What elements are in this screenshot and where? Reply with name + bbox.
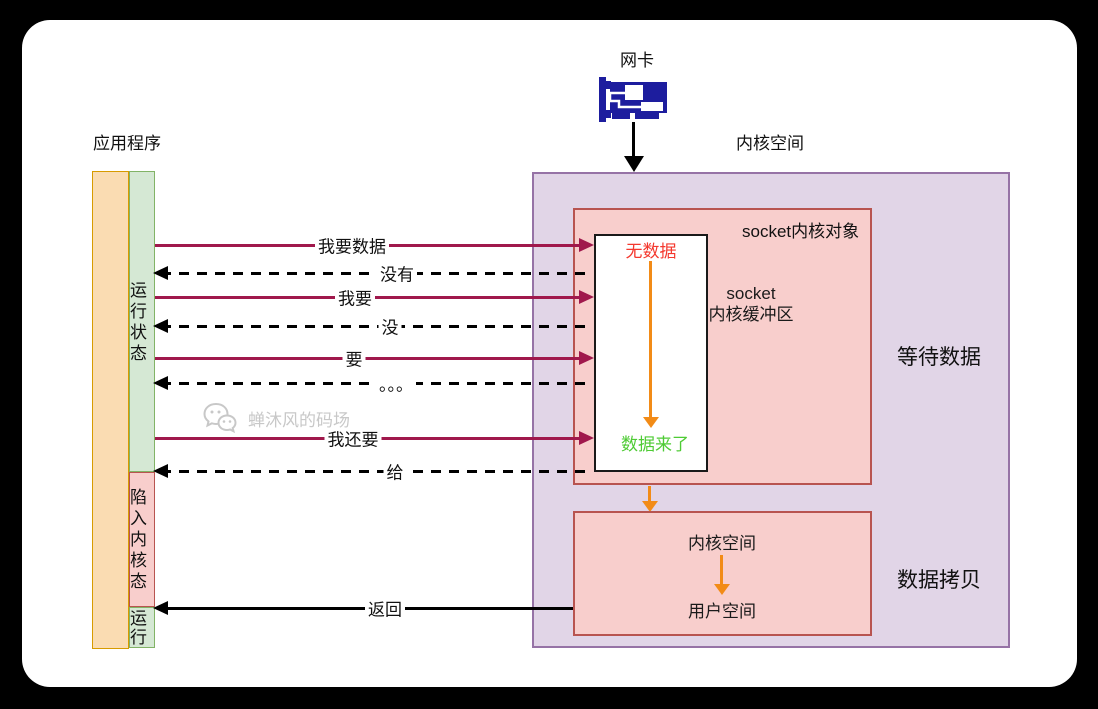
stage-waiting-label: 等待数据 <box>897 346 981 369</box>
state-running-again-label: 运行 <box>130 608 147 647</box>
copy-to-label: 用户空间 <box>688 602 756 621</box>
kernel-header: 内核空间 <box>736 134 804 153</box>
arrow-response-1: 没有 <box>153 260 592 286</box>
arrow-response-4: 给 <box>153 458 592 484</box>
nic-to-kernel-arrow <box>623 122 644 172</box>
arrow-request-2: 我要 <box>155 284 594 310</box>
arrow-return: 返回 <box>153 595 573 621</box>
socket-object-title: socket内核对象 <box>742 222 860 241</box>
app-timeline-bar <box>92 171 129 649</box>
watermark-text: 蝉沐风的码场 <box>248 411 350 430</box>
buffer-empty-label: 无数据 <box>625 242 677 261</box>
wechat-icon <box>202 401 240 442</box>
state-running-again-bar: 运行 <box>129 607 155 648</box>
arrow-response-3: 。。。 <box>153 370 592 396</box>
buffer-arrived-label: 数据来了 <box>621 435 689 454</box>
arrow-request-1: 我要数据 <box>155 232 594 258</box>
state-running-bar: 运行状态 <box>129 171 155 472</box>
arrow-request-3: 要 <box>155 345 594 371</box>
state-trapped-label: 陷入内核态 <box>130 488 147 591</box>
arrow-request-4: 我还要 <box>155 425 594 451</box>
buffer-title: socket 内核缓冲区 <box>708 284 794 324</box>
app-header: 应用程序 <box>93 134 161 153</box>
socket-to-copy-arrow <box>641 486 658 512</box>
network-card-icon <box>599 77 669 129</box>
copy-from-label: 内核空间 <box>688 534 756 553</box>
state-trapped-bar: 陷入内核态 <box>129 472 155 607</box>
copy-arrow <box>713 555 730 595</box>
buffer-wait-arrow <box>642 261 659 428</box>
stage-copy-label: 数据拷贝 <box>897 569 981 592</box>
nic-label: 网卡 <box>620 51 654 70</box>
state-running-label: 运行状态 <box>130 280 147 363</box>
arrow-response-2: 没 <box>153 313 592 339</box>
